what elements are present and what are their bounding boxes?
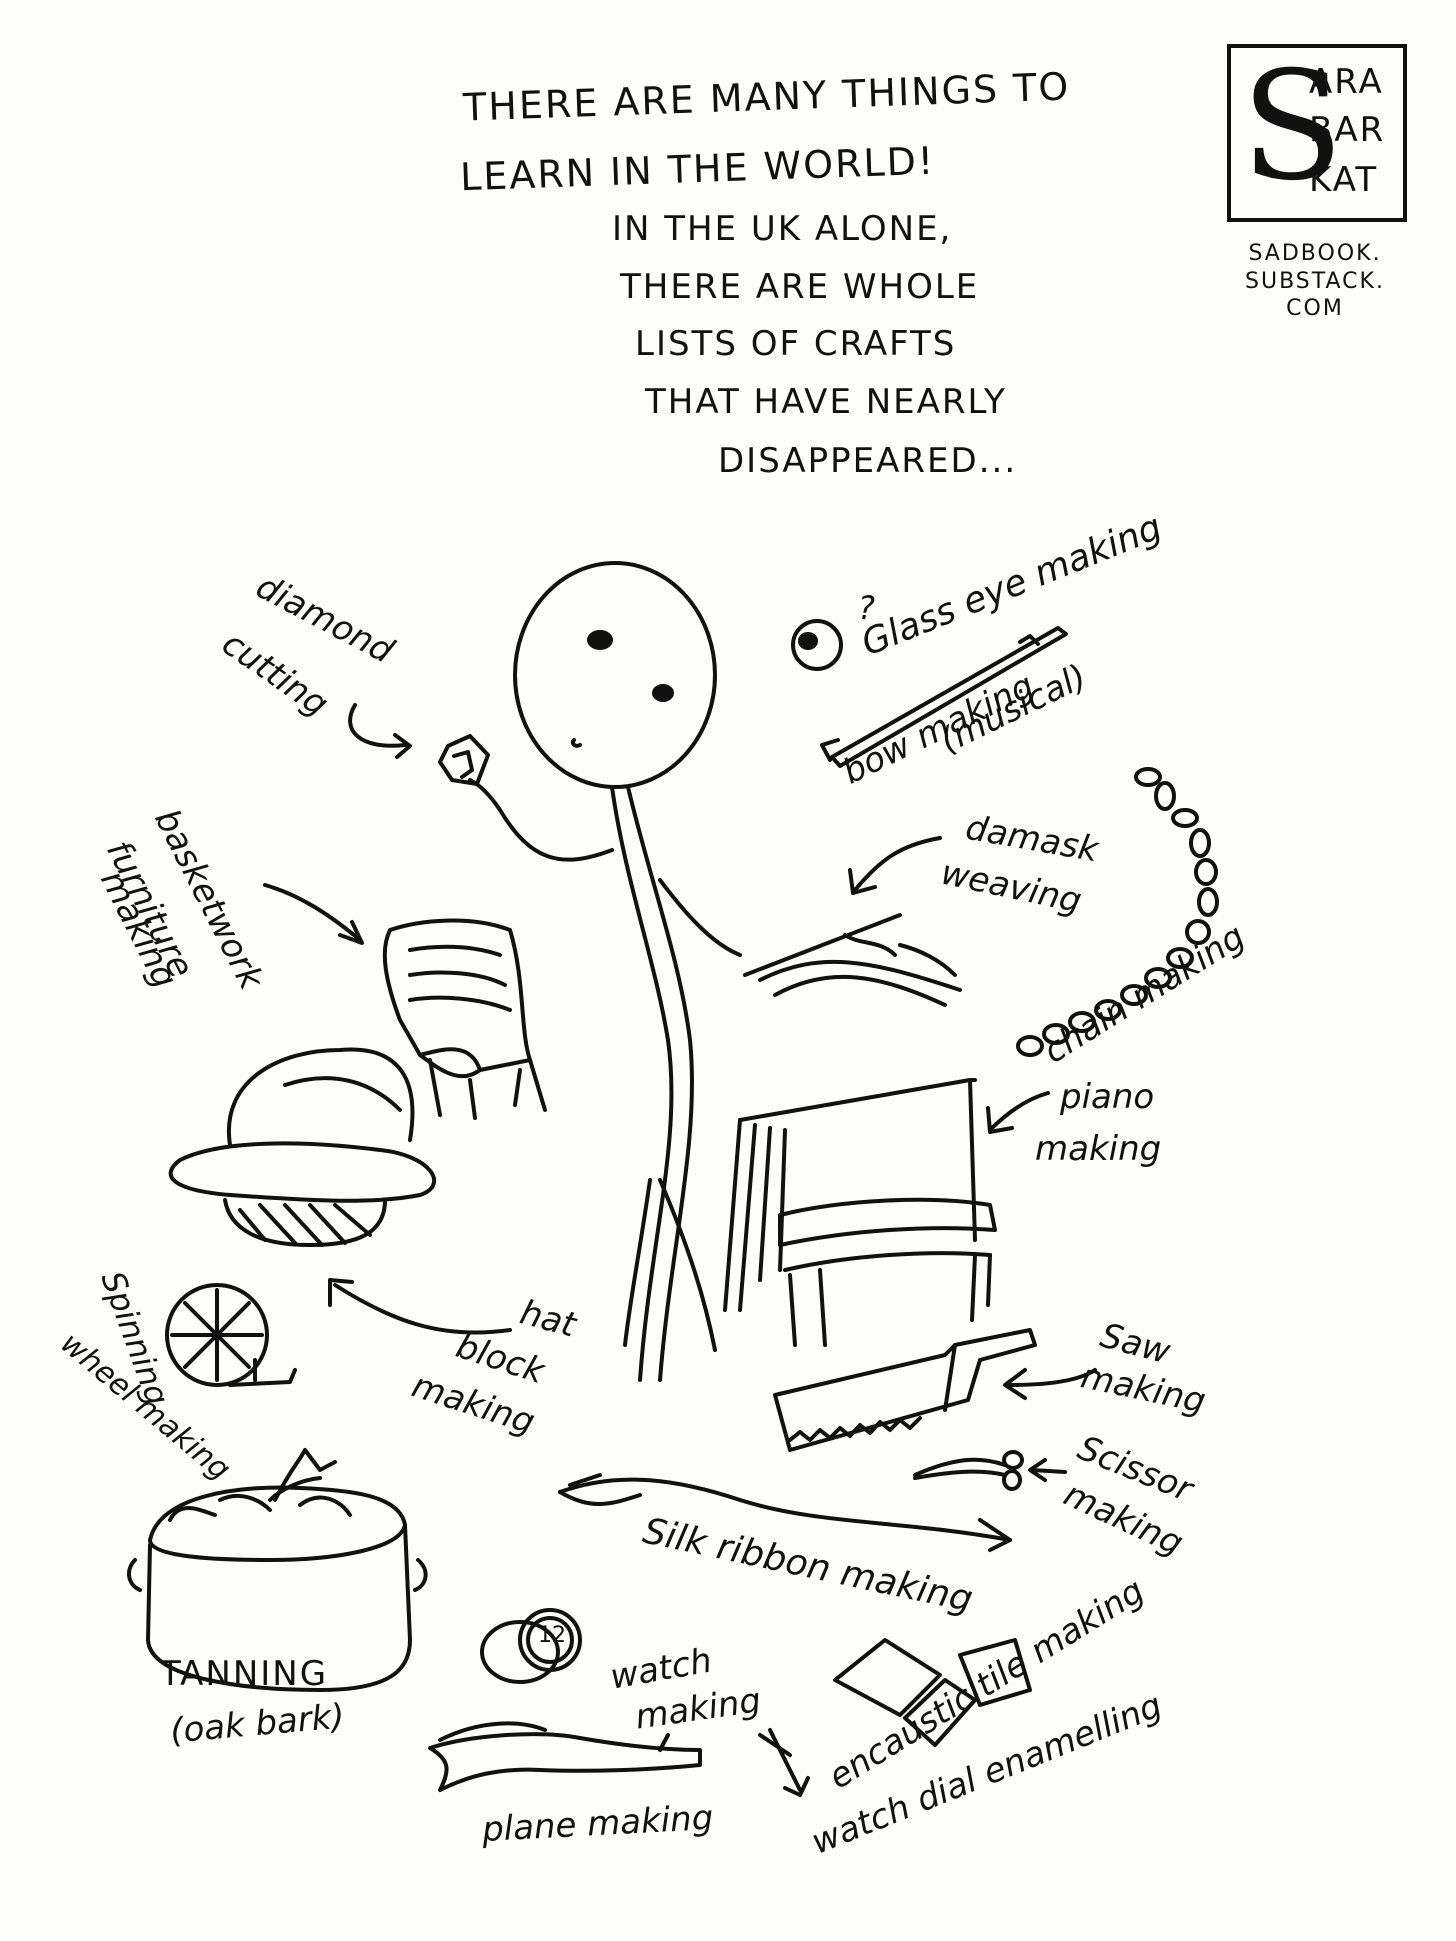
scissors-icon <box>913 1450 1024 1491</box>
tiles-icon <box>833 1638 1032 1747</box>
saw-arrow <box>1008 1368 1097 1387</box>
diamond-arrow <box>348 703 407 748</box>
damask-arrow-head <box>848 868 877 895</box>
violin-bow-icon <box>820 626 1068 768</box>
dial-arrow <box>768 1728 802 1792</box>
dial-arrow-head <box>783 1776 810 1797</box>
logo-initial: S <box>1241 40 1344 214</box>
spinning-wheel-icon <box>165 1283 297 1387</box>
label-piano-line-2: making <box>1035 1129 1162 1169</box>
label-glass-eye-question: ? <box>858 589 875 627</box>
site-line-3: COM <box>1286 296 1344 321</box>
dial-arrow-tail <box>758 1733 792 1757</box>
stick-figure <box>468 561 742 1382</box>
hat-icon <box>168 1047 436 1247</box>
piano-icon <box>723 1078 997 1347</box>
author-logo: S ARA BAR KAT <box>1227 44 1407 222</box>
substack-url: SADBOOK. SUBSTACK. COM <box>1215 240 1415 323</box>
glass-eye-icon <box>791 619 843 671</box>
tanning-pot-icon <box>127 1448 428 1692</box>
damask-arrow <box>853 836 942 892</box>
intro-line-2: THERE ARE WHOLE <box>620 267 980 307</box>
saw-arrow-head <box>1003 1368 1027 1400</box>
site-line-1: SADBOOK. <box>1248 241 1382 266</box>
site-line-2: SUBSTACK. <box>1245 268 1385 294</box>
logo-word-3: KAT <box>1309 160 1379 200</box>
saw-icon <box>773 1328 1037 1452</box>
label-piano-line-1: piano <box>1060 1077 1155 1117</box>
logo-word-1: ARA <box>1309 62 1384 102</box>
intro-line-1: IN THE UK ALONE, <box>612 209 953 249</box>
intro-line-3: LISTS OF CRAFTS <box>635 324 957 364</box>
logo-word-2: BAR <box>1309 110 1386 150</box>
hat-arrow <box>333 1283 512 1335</box>
basketwork-arrow <box>263 883 362 942</box>
chain-icon <box>1016 767 1219 1057</box>
diamond-arrow-head <box>393 733 412 759</box>
piano-arrow-head <box>986 1106 1014 1134</box>
diamond-icon <box>438 734 490 786</box>
label-tanning-line-1: TANNING <box>160 1654 329 1694</box>
piano-arrow <box>988 1091 1050 1132</box>
hat-arrow-head <box>328 1278 354 1307</box>
damask-cloth-icon <box>743 913 962 1007</box>
watch-icon <box>480 1608 582 1684</box>
scissor-arrow <box>1030 1468 1067 1474</box>
watch-face-number: 12 <box>538 1623 566 1648</box>
basketwork-arrow-head <box>338 920 364 945</box>
intro-line-5: DISAPPEARED... <box>718 441 1018 481</box>
intro-line-4: THAT HAVE NEARLY <box>645 382 1007 422</box>
scissor-arrow-head <box>1028 1458 1047 1482</box>
silk-ribbon-icon <box>558 1473 1012 1552</box>
plane-tool-icon <box>428 1721 702 1792</box>
basket-chair-icon <box>382 918 547 1120</box>
